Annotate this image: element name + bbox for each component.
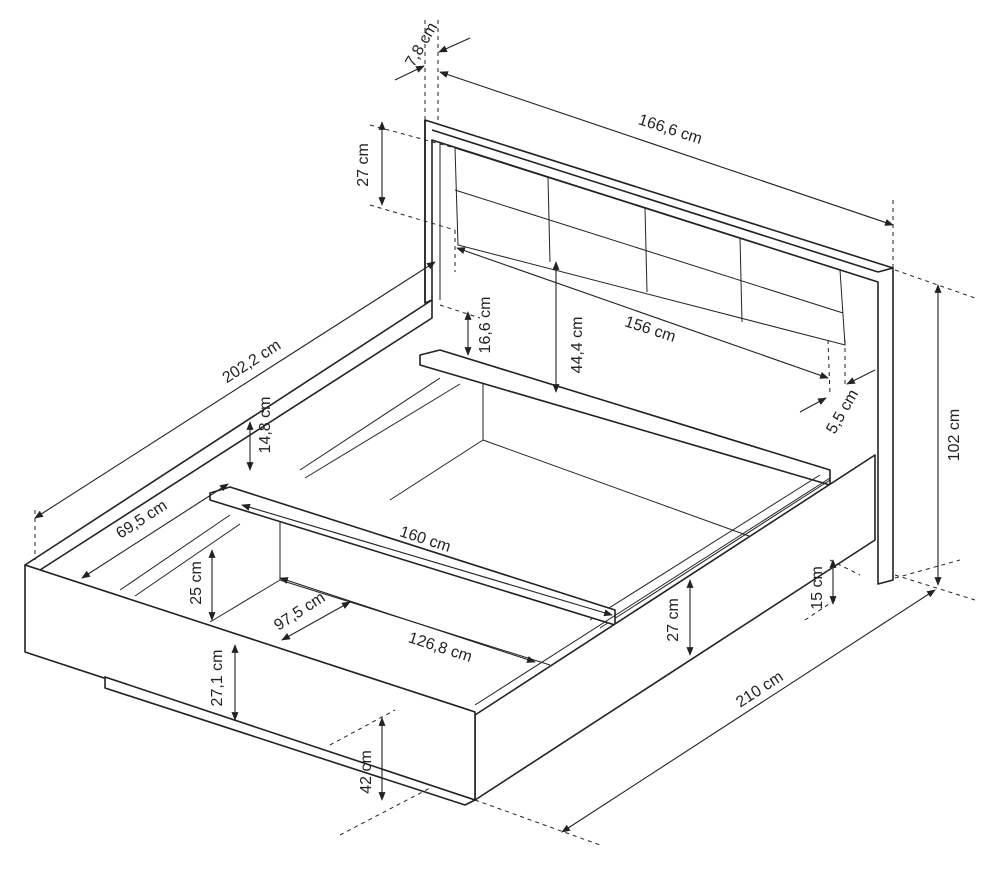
dimension-lines [34,20,976,846]
dim-clearance: 15 cm [809,566,826,610]
dim-total-height: 102 cm [946,409,963,461]
dim-shelf-gap: 16,6 cm [477,297,494,354]
dim-storage-width: 126,8 cm [406,629,474,666]
dim-footboard-height: 27,1 cm [209,650,226,707]
dim-rail-depth: 14,8 cm [257,397,274,454]
dim-storage-depth: 25 cm [188,561,205,605]
dim-headboard-panel-height: 27 cm [355,143,372,187]
dim-headboard-depth: 7,8 cm [402,20,441,70]
dim-headboard-width: 166,6 cm [636,111,704,148]
dim-post-width: 5,5 cm [823,387,862,437]
dim-side-rail-height: 27 cm [665,598,682,642]
dim-floor-height: 42 cm [358,750,375,794]
headboard-shelf [419,349,831,486]
dim-panel-width: 156 cm [623,314,678,346]
dim-storage-length: 97,5 cm [271,589,328,634]
dim-total-length: 210 cm [733,668,786,711]
left-side-rail [24,299,433,571]
footboard [24,564,476,801]
dim-panel-to-shelf: 44,4 cm [569,317,586,374]
